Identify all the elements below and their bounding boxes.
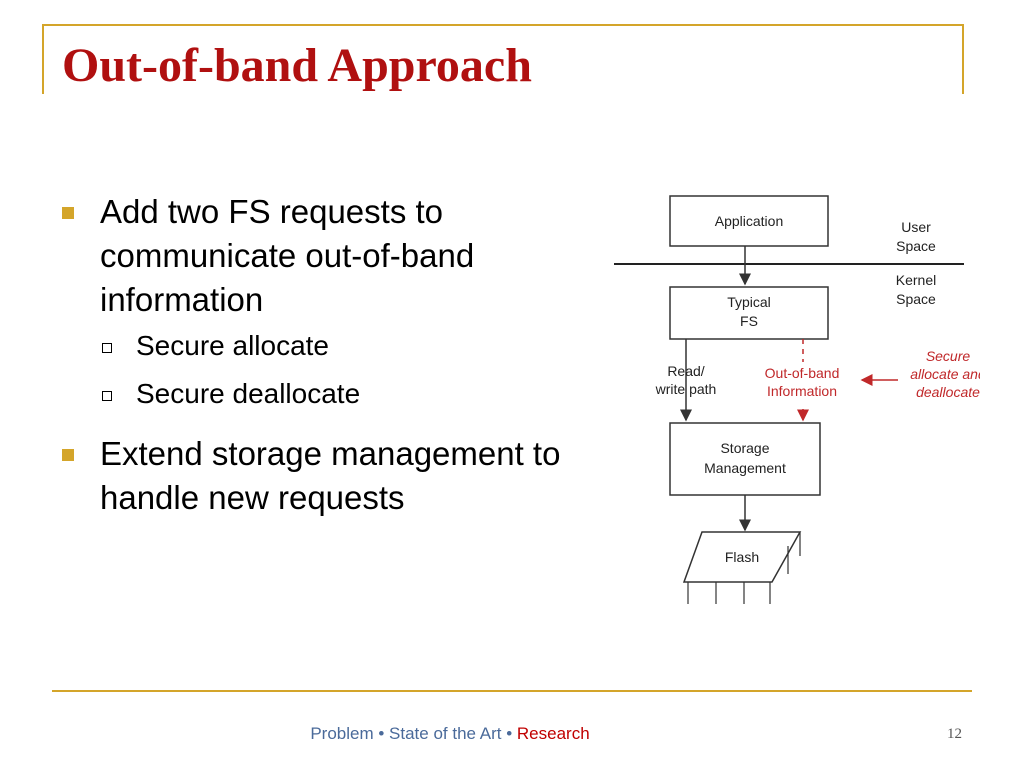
read-write-label-line1: Read/ — [667, 363, 704, 379]
footer-separator: • — [501, 724, 517, 743]
out-of-band-label-line2: Information — [767, 383, 837, 399]
typical-fs-label-line1: Typical — [727, 294, 771, 310]
bullet-item: Extend storage management to handle new … — [62, 432, 602, 520]
typical-fs-label-line2: FS — [740, 313, 758, 329]
bullet-list: Add two FS requests to communicate out-o… — [62, 190, 602, 524]
out-of-band-label-bg — [750, 362, 854, 404]
storage-management-box — [669, 422, 821, 496]
flash-label: Flash — [725, 549, 759, 565]
storage-management-label-line2: Management — [704, 460, 786, 476]
secure-note-line1: Secure — [926, 348, 971, 364]
bullet-item: Add two FS requests to communicate out-o… — [62, 190, 602, 322]
read-write-label-line2: write path — [655, 381, 717, 397]
bullet-text: Add two FS requests to communicate out-o… — [100, 193, 475, 318]
storage-management-label-line1: Storage — [720, 440, 769, 456]
footer-nav-problem: Problem — [310, 724, 374, 743]
checkbox-bullet-icon — [102, 343, 112, 353]
frame-top-rule — [42, 24, 964, 26]
square-bullet-icon — [62, 449, 74, 461]
out-of-band-label-line1: Out-of-band — [765, 365, 840, 381]
sub-bullet-text: Secure allocate — [136, 330, 330, 361]
footer-separator: • — [373, 724, 390, 743]
typical-fs-box — [669, 286, 829, 340]
application-label: Application — [715, 213, 784, 229]
user-space-label-line2: Space — [896, 238, 936, 254]
frame-left-rule — [42, 24, 44, 94]
footer-breadcrumb: Problem • State of the Art • Research — [0, 724, 900, 744]
slide-title: Out-of-band Approach — [62, 39, 532, 92]
checkbox-bullet-icon — [102, 391, 112, 401]
sub-bullet-item: Secure deallocate — [62, 374, 602, 414]
page-number: 12 — [947, 726, 962, 742]
footer-nav-state-of-the-art: State of the Art — [389, 724, 502, 743]
flash-chip-icon — [682, 531, 802, 583]
footer-rule — [52, 690, 972, 692]
application-box — [669, 195, 829, 247]
sub-bullet-text: Secure deallocate — [136, 378, 361, 409]
square-bullet-icon — [62, 207, 74, 219]
secure-note-line2: allocate and — [910, 366, 980, 382]
secure-note-line3: deallocate — [916, 384, 980, 400]
kernel-space-label-line2: Space — [896, 291, 936, 307]
frame-right-rule — [962, 24, 964, 94]
kernel-space-label-line1: Kernel — [896, 272, 936, 288]
footer-nav-research: Research — [516, 724, 590, 743]
sub-bullet-item: Secure allocate — [62, 326, 602, 366]
user-space-label-line1: User — [901, 219, 931, 235]
diagram-svg: Application User Space Kernel Space Typi… — [614, 195, 987, 604]
bullet-text: Extend storage management to handle new … — [100, 435, 561, 516]
architecture-diagram: Application User Space Kernel Space Typi… — [600, 180, 987, 615]
